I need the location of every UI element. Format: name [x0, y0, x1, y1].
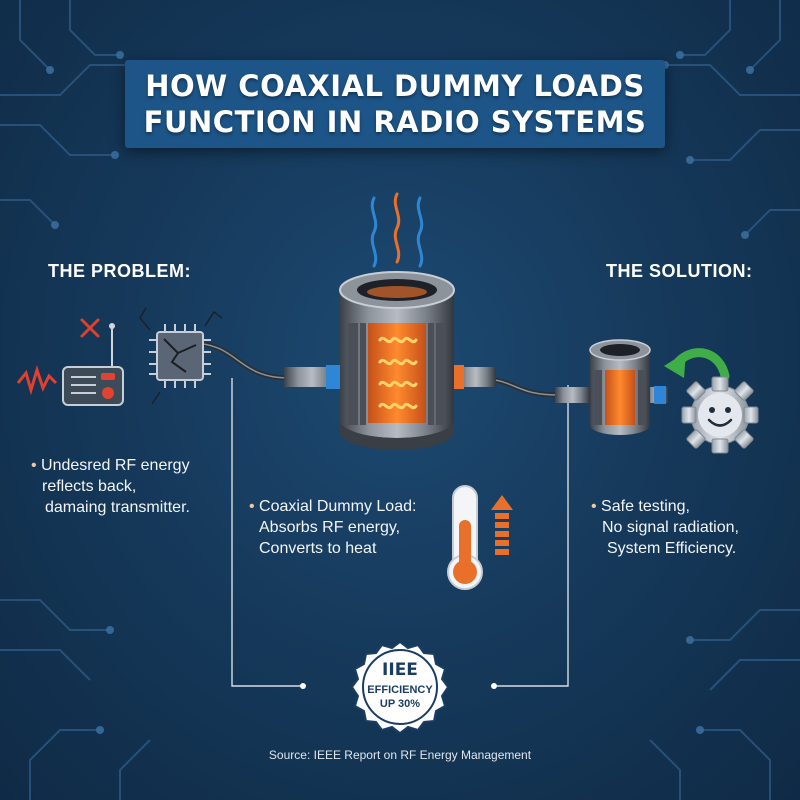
- title-banner: HOW COAXIAL DUMMY LOADS FUNCTION IN RADI…: [125, 60, 665, 148]
- center-line-1: Coaxial Dummy Load:: [259, 498, 417, 515]
- heat-waves-icon: [370, 192, 424, 268]
- solution-line-1: Safe testing,: [601, 498, 690, 515]
- thermometer-icon: [447, 485, 483, 590]
- chip-icon: [139, 307, 223, 405]
- source-caption: Source: IEEE Report on RF Energy Managem…: [268, 748, 532, 762]
- center-line-2: Absorbs RF energy,: [259, 519, 401, 536]
- connector-lines: [231, 378, 569, 687]
- bullet-dot: •: [31, 457, 42, 474]
- badge-org: IIEE: [382, 660, 418, 680]
- arrow-up-icon: [491, 495, 513, 555]
- problem-line-1: Undesred RF energy: [41, 457, 190, 474]
- recycle-arrow-icon: [664, 348, 730, 381]
- problem-line-2: reflects back,: [42, 478, 137, 495]
- bullet-dot: •: [249, 498, 260, 515]
- title-line-2: FUNCTION IN RADIO SYSTEMS: [143, 105, 647, 139]
- dummy-load-illustration: [284, 192, 496, 450]
- problem-line-3: damaing transmitter.: [45, 499, 190, 516]
- solution-line-3: System Efficiency.: [607, 540, 737, 557]
- title-line-1: HOW COAXIAL DUMMY LOADS: [145, 69, 645, 103]
- badge-line-1: EFFICIENCY: [367, 684, 433, 696]
- error-x-icon: [80, 318, 100, 338]
- solution-bullet: • Safe testing, No signal radiation, Sys…: [591, 496, 739, 559]
- solution-line-2: No signal radiation,: [602, 519, 739, 536]
- badge-icon: [350, 640, 450, 735]
- center-bullet: • Coaxial Dummy Load: Absorbs RF energy,…: [249, 496, 416, 559]
- problem-heading: THE PROBLEM:: [48, 261, 191, 281]
- bullet-dot: •: [591, 498, 602, 515]
- transmitter-icon: [16, 323, 124, 406]
- badge-line-2: UP 30%: [379, 698, 421, 710]
- problem-bullet: • Undesred RF energy reflects back, dama…: [31, 455, 190, 518]
- center-line-3: Converts to heat: [259, 540, 377, 557]
- solution-heading: THE SOLUTION:: [606, 261, 753, 281]
- small-dummy-load: [555, 339, 668, 435]
- smiley-gear-icon: [681, 376, 759, 454]
